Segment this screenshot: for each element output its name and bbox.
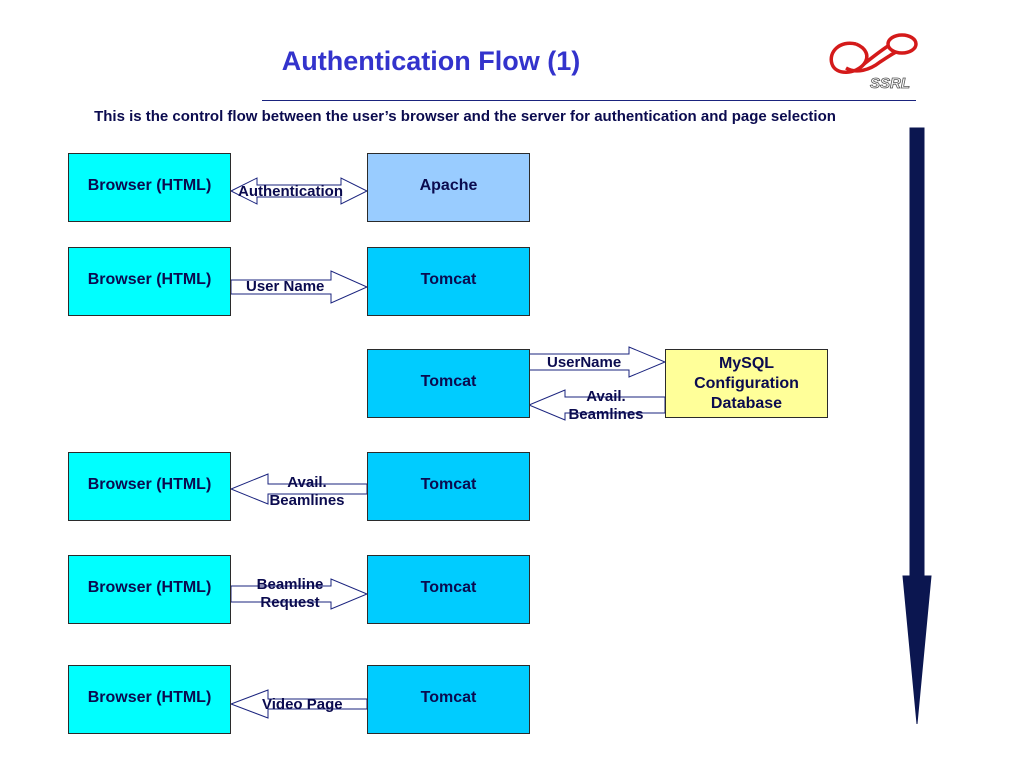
- apache-box-label: Apache: [419, 176, 478, 194]
- arrow-right-username: [230, 270, 369, 304]
- arrow-label-user-name: User Name: [246, 278, 325, 295]
- tomcat-box-3: Tomcat: [367, 452, 530, 521]
- tomcat-box-1: Tomcat: [367, 247, 530, 316]
- browser-box-4: Browser (HTML): [68, 555, 231, 624]
- browser-box-label: Browser (HTML): [87, 176, 212, 194]
- arrow-left-beamlines-from-db: [527, 389, 666, 421]
- mysql-box-line-2: Configuration: [694, 374, 799, 392]
- arrow-label-video-page: Video Page: [262, 696, 343, 713]
- arrow-left-avail-beamlines: [229, 473, 368, 505]
- logo-text: SSRL: [870, 75, 910, 92]
- arrow-label-avail-beamlines-from-db: Avail. Beamlines: [560, 388, 652, 424]
- arrow-right-beamline-request: [230, 578, 369, 610]
- tomcat-box-4: Tomcat: [367, 555, 530, 624]
- browser-box-label: Browser (HTML): [87, 688, 212, 706]
- label-line: Beamline: [256, 576, 324, 593]
- label-line: Avail.: [586, 388, 626, 405]
- title-divider: [262, 100, 916, 101]
- label-line: Beamlines: [269, 492, 345, 509]
- arrow-label-authentication: Authentication: [238, 183, 343, 200]
- arrow-label-beamline-request: Beamline Request: [245, 576, 335, 612]
- arrow-left-video-page: [229, 689, 368, 719]
- browser-box-3: Browser (HTML): [68, 452, 231, 521]
- tomcat-box-label: Tomcat: [420, 475, 477, 493]
- browser-box-1: Browser (HTML): [68, 153, 231, 222]
- browser-box-5: Browser (HTML): [68, 665, 231, 734]
- mysql-config-db-box: MySQL Configuration Database: [665, 349, 828, 418]
- browser-box-2: Browser (HTML): [68, 247, 231, 316]
- arrow-label-username-to-db: UserName: [547, 354, 622, 371]
- arrow-label-avail-beamlines: Avail. Beamlines: [259, 474, 355, 510]
- tomcat-box-label: Tomcat: [420, 372, 477, 390]
- label-line: Request: [260, 594, 320, 611]
- tomcat-box-2: Tomcat: [367, 349, 530, 418]
- browser-box-label: Browser (HTML): [87, 578, 212, 596]
- apache-box: Apache: [367, 153, 530, 222]
- tomcat-box-label: Tomcat: [420, 270, 477, 288]
- mysql-box-line-1: MySQL: [718, 354, 775, 372]
- browser-box-label: Browser (HTML): [87, 270, 212, 288]
- page-title: Authentication Flow (1): [281, 46, 581, 76]
- label-line: Avail.: [287, 474, 327, 491]
- label-line: Beamlines: [568, 406, 644, 423]
- mysql-box-line-3: Database: [710, 394, 783, 412]
- page-subtitle: This is the control flow between the use…: [94, 108, 836, 125]
- tomcat-box-label: Tomcat: [420, 578, 477, 596]
- tomcat-box-5: Tomcat: [367, 665, 530, 734]
- tomcat-box-label: Tomcat: [420, 688, 477, 706]
- ssrl-swirl-logo: SSRL: [829, 33, 918, 92]
- timeline-down-arrow: [902, 127, 932, 725]
- browser-box-label: Browser (HTML): [87, 475, 212, 493]
- arrow-right-username-to-db: [528, 346, 667, 378]
